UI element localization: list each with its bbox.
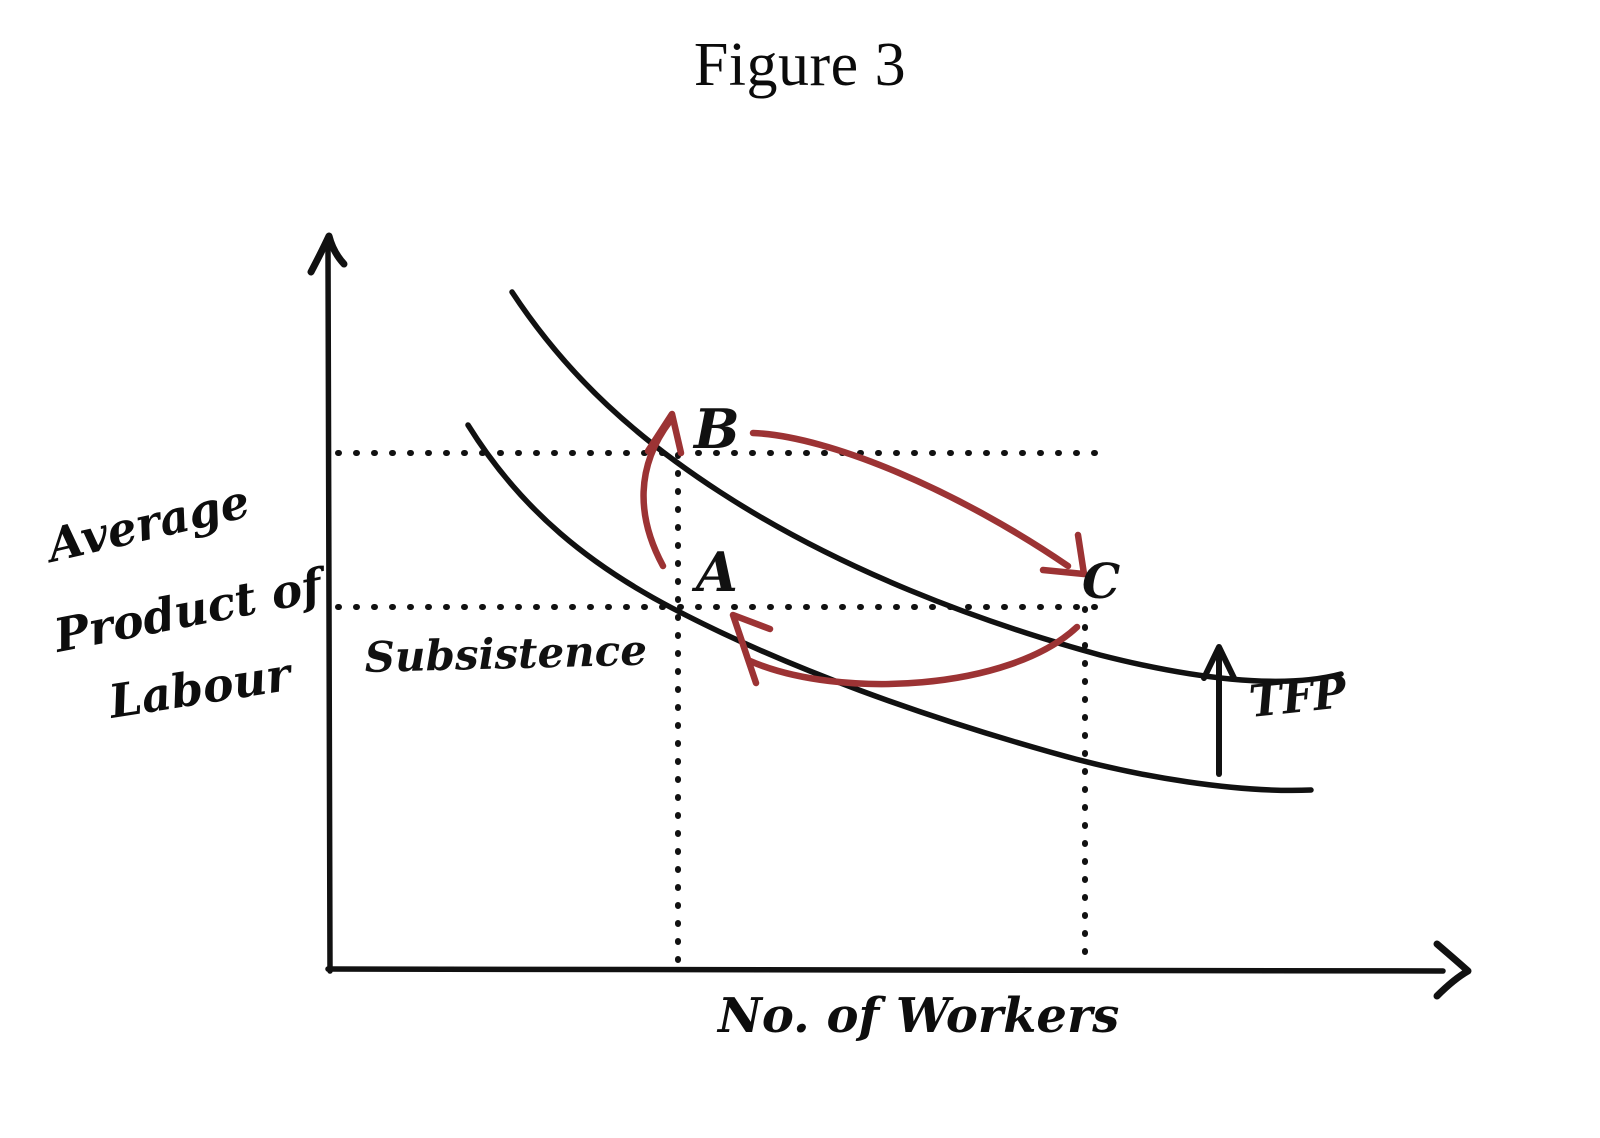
arrow-a-to-b — [640, 410, 685, 570]
apl-curve-lower — [465, 422, 1314, 794]
y-axis-label-line-3: Labour — [103, 646, 298, 729]
apl-curve-upper — [509, 289, 1344, 685]
reference-lines-group — [335, 450, 1113, 969]
tfp-shift-arrow — [1201, 644, 1237, 777]
x-axis-arrowhead-icon — [1433, 940, 1472, 1000]
point-label-a: A — [691, 540, 738, 604]
y-axis-label-line-2: Product of — [48, 557, 333, 663]
curves-group — [465, 289, 1344, 794]
x-axis-line — [325, 966, 1446, 974]
point-label-b: B — [692, 397, 740, 461]
arrow-b-to-c — [749, 429, 1088, 578]
red-arrows-group — [640, 410, 1088, 688]
axes-group — [307, 232, 1472, 1000]
point-label-c: C — [1082, 554, 1120, 610]
subsistence-label: Subsistence — [364, 626, 648, 682]
y-axis-label-line-1: Average — [38, 474, 254, 574]
tfp-label: TFP — [1247, 667, 1351, 728]
y-axis-arrowhead-icon — [307, 232, 348, 276]
x-axis-label: No. of Workers — [716, 988, 1119, 1044]
page-title: Figure 3 — [693, 31, 907, 99]
y-axis-line — [325, 245, 333, 974]
arrow-c-to-a — [729, 611, 1081, 688]
y-axis-label: Average Product of Labour — [38, 474, 333, 729]
